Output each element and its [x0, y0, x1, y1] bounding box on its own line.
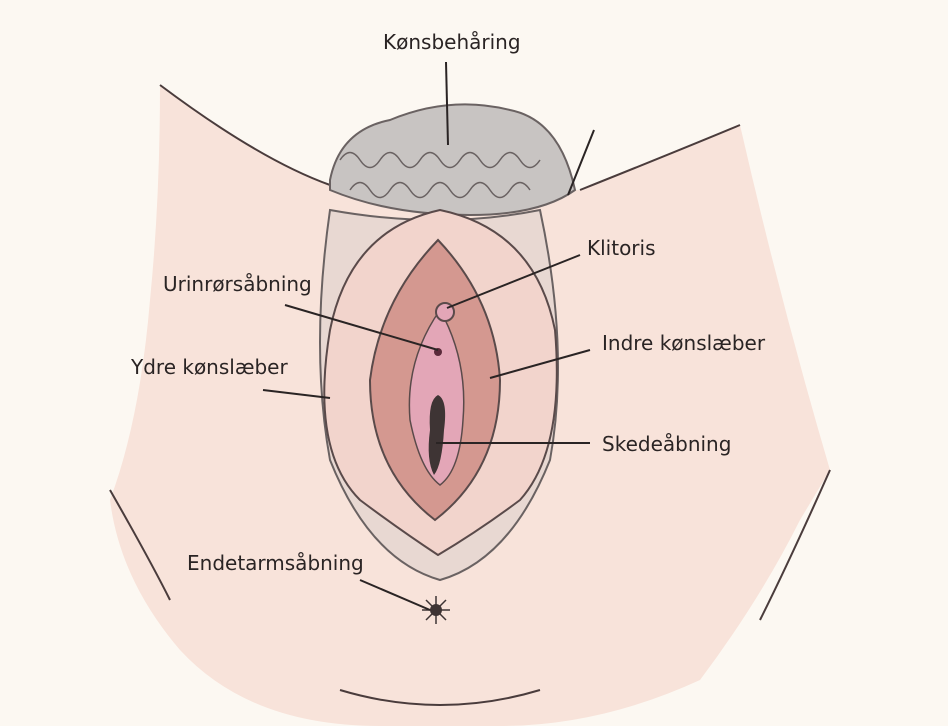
label-clitoris: Klitoris: [587, 236, 656, 260]
label-pubic-hair: Kønsbehåring: [383, 30, 521, 54]
pubic-hair: [329, 103, 577, 217]
label-anus: Endetarmsåbning: [187, 551, 364, 575]
vaginal-opening-shape: [428, 395, 446, 475]
label-outer-labia: Ydre kønslæber: [131, 355, 288, 379]
label-urethral-opening: Urinrørsåbning: [163, 272, 312, 296]
label-vaginal-opening: Skedeåbning: [602, 432, 732, 456]
leader-lines: [262, 61, 595, 611]
label-inner-labia: Indre kønslæber: [602, 331, 766, 355]
